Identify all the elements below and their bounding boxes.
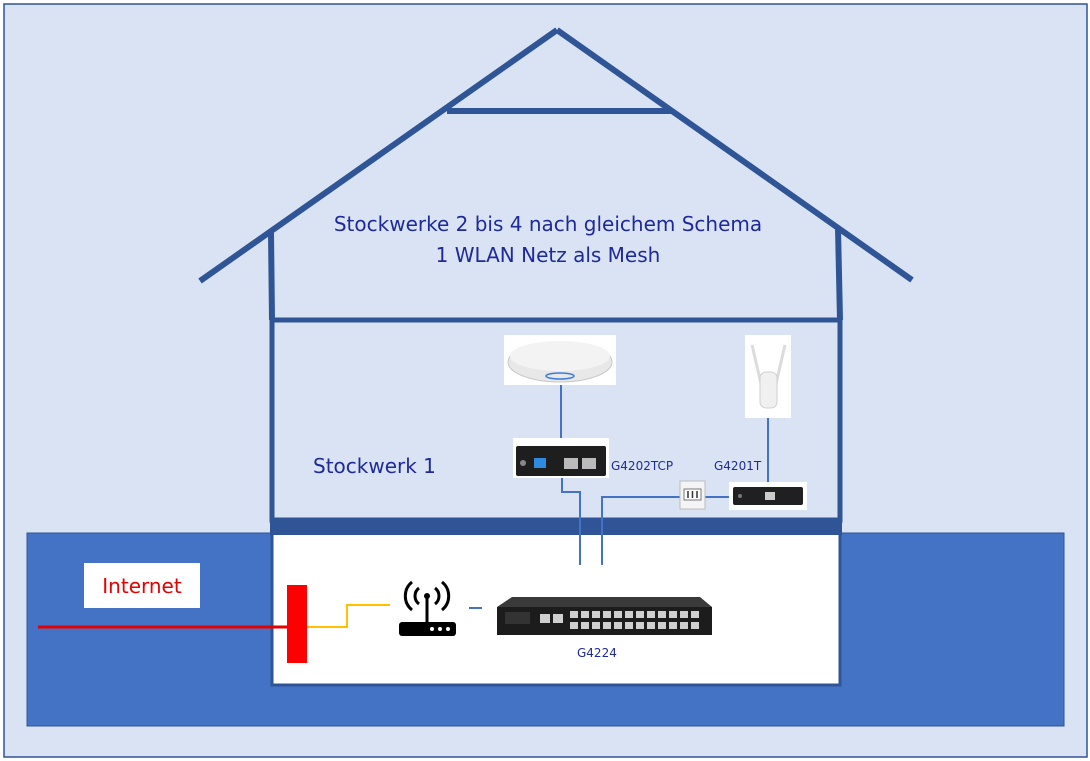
phone-cable (601, 496, 680, 565)
g4201t-label: G4201T (714, 459, 762, 473)
g4201t-device-icon (729, 482, 807, 510)
floor1-label: Stockwerk 1 (313, 454, 436, 478)
ceiling-access-point-icon (504, 335, 616, 385)
g4202tcp-label: G4202TCP (611, 459, 674, 473)
cables (38, 385, 769, 629)
g4202tcp-device-icon (513, 438, 609, 478)
fiber-entry-block (287, 585, 307, 663)
internet-label: Internet (102, 573, 182, 598)
floor1-walls (269, 317, 843, 523)
switch-ports (540, 611, 699, 629)
fiber-cable (306, 604, 390, 628)
phone-socket-icon (679, 480, 706, 510)
outdoor-access-point-icon (745, 335, 791, 418)
internet-label-box: Internet (84, 563, 200, 608)
g4224-switch-icon (497, 597, 712, 635)
g4202tcp-cable (561, 478, 581, 565)
house-title-line2: 1 WLAN Netz als Mesh (435, 243, 661, 267)
router-icon (399, 580, 456, 636)
g4224-label: G4224 (577, 646, 617, 660)
house-title-line1: Stockwerke 2 bis 4 nach gleichem Schema (333, 212, 763, 236)
roof (198, 27, 914, 321)
